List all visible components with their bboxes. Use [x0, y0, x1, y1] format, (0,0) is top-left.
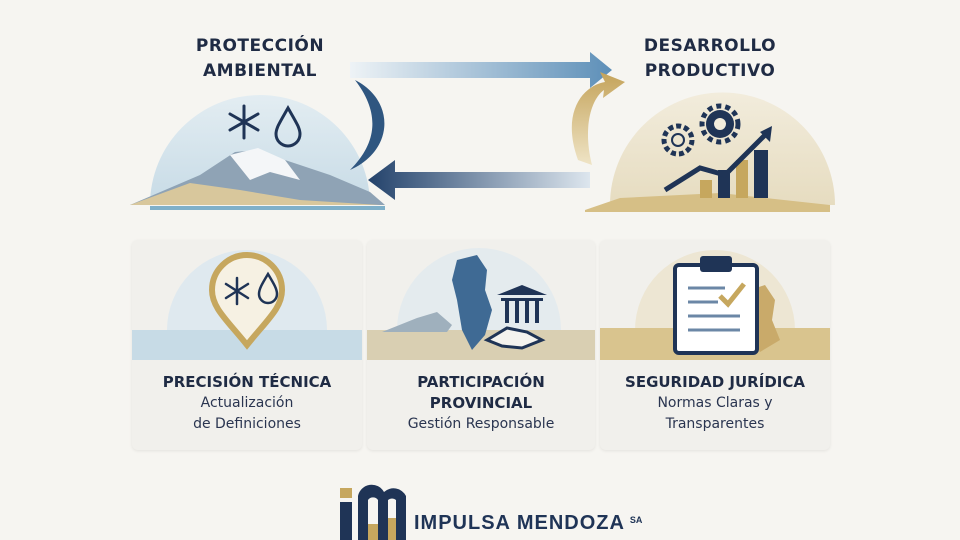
top-arrow — [350, 52, 612, 88]
card-title-line2: PROVINCIAL — [429, 394, 533, 412]
logo-name: IMPULSA MENDOZA — [414, 512, 625, 534]
province-map-illustration — [367, 248, 595, 360]
card-subtitle-line1: Actualización — [200, 395, 294, 411]
protection-title-line2: AMBIENTAL — [203, 61, 317, 81]
card-title: PRECISIÓN TÉCNICA — [162, 373, 332, 391]
development-illustration — [585, 92, 835, 212]
impulsa-logo-mark — [340, 484, 406, 540]
environment-illustration — [130, 95, 385, 210]
clipboard-illustration — [600, 250, 830, 360]
protection-title-line1: PROTECCIÓN — [195, 36, 325, 56]
left-curve-arrow — [350, 80, 385, 170]
checkmark-icon — [718, 282, 746, 308]
card-title: SEGURIDAD JURÍDICA — [625, 373, 805, 391]
card-title-line1: PARTICIPACIÓN — [417, 373, 545, 391]
card-legal-security: SEGURIDAD JURÍDICA Normas Claras y Trans… — [600, 240, 830, 450]
snowflake-icon — [228, 104, 260, 140]
card-subtitle-line1: Normas Claras y — [657, 395, 773, 411]
development-title: DESARROLLO PRODUCTIVO — [625, 34, 795, 84]
gear-small-icon — [661, 123, 695, 157]
card-subtitle-line2: de Definiciones — [193, 416, 301, 432]
location-pin-illustration — [132, 250, 362, 360]
development-title-line1: DESARROLLO — [643, 36, 777, 56]
logo-suffix: SA — [629, 515, 643, 525]
protection-title: PROTECCIÓN AMBIENTAL — [180, 34, 340, 84]
water-drop-icon — [257, 271, 279, 305]
water-drop-icon — [274, 104, 302, 148]
handshake-icon — [483, 326, 546, 350]
gear-large-icon — [699, 103, 741, 145]
cycle-diagram — [130, 52, 835, 212]
development-title-line2: PRODUCTIVO — [644, 61, 776, 81]
card-subtitle-line2: Transparentes — [665, 416, 765, 432]
card-technical-precision: PRECISIÓN TÉCNICA Actualización de Defin… — [132, 240, 362, 450]
snowflake-icon — [224, 276, 250, 306]
gold-arrow — [571, 72, 625, 165]
card-provincial-participation: PARTICIPACIÓN PROVINCIAL Gestión Respons… — [367, 240, 595, 450]
logo-wordmark: IMPULSA MENDOZA SA — [414, 511, 642, 535]
bottom-arrow — [368, 160, 590, 200]
card-subtitle: Gestión Responsable — [407, 416, 555, 432]
